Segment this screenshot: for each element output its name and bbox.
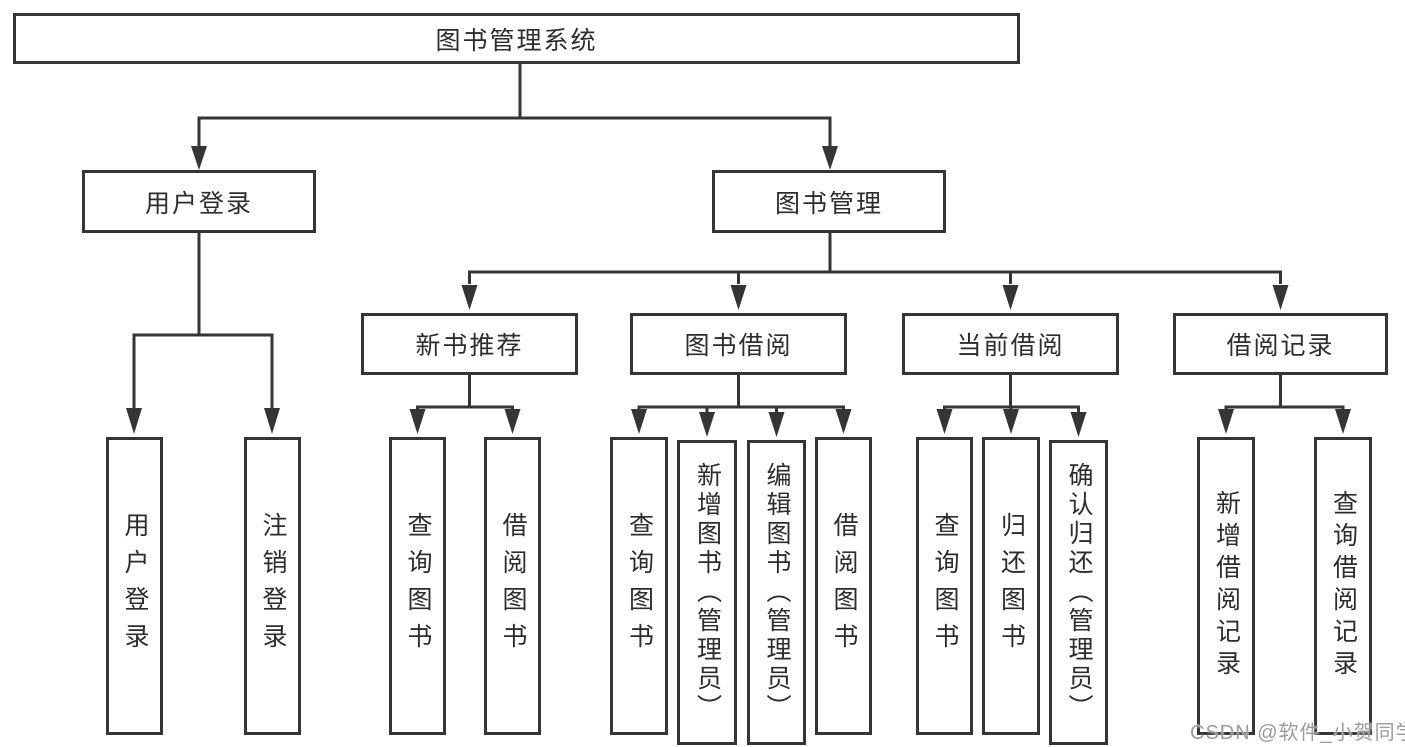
node-book-borrow: 图书借阅 [630,313,847,375]
node-leaf-logout: 注销登录 [244,437,301,735]
node-borrow-records: 借阅记录 [1173,313,1388,375]
leaf-label: 查询图书 [931,512,959,660]
leaf-label: 编辑图书（管理员） [763,462,791,723]
node-leaf-query-books-borrow: 查询图书 [610,437,668,735]
node-leaf-borrow-books: 借阅图书 [815,437,872,735]
connector-stroke-group [132,64,1345,414]
node-leaf-add-borrow-record: 新增借阅记录 [1197,437,1255,735]
leaf-label: 查询图书 [404,512,432,660]
csdn-watermark: CSDN @软件_小贺同学 [1190,722,1405,744]
leaf-label: 注销登录 [259,512,287,660]
leaf-label: 查询图书 [625,512,654,660]
node-leaf-user-login: 用户登录 [106,437,163,735]
leaf-label: 新增图书（管理员） [693,462,722,723]
node-leaf-add-books-admin: 新增图书（管理员） [677,440,737,745]
node-leaf-query-borrow-record: 查询借阅记录 [1314,437,1372,735]
leaf-label: 归还图书 [997,512,1026,660]
node-leaf-edit-books-admin: 编辑图书（管理员） [747,440,806,745]
leaf-label: 确认归还（管理员） [1065,462,1093,723]
node-leaf-borrow-books-recommend: 借阅图书 [484,437,541,735]
node-leaf-confirm-return-admin: 确认归还（管理员） [1049,440,1108,745]
node-root-system: 图书管理系统 [13,13,1020,64]
node-leaf-return-books: 归还图书 [982,437,1040,735]
leaf-label: 借阅图书 [830,512,858,660]
leaf-label: 用户登录 [121,512,149,660]
node-leaf-query-books-current: 查询图书 [916,437,973,735]
node-book-management: 图书管理 [712,170,946,233]
leaf-label: 借阅图书 [499,512,527,660]
arrowhead-group [126,146,1351,437]
node-current-borrow: 当前借阅 [902,313,1119,375]
leaf-label: 查询借阅记录 [1329,490,1358,682]
node-leaf-query-books-recommend: 查询图书 [389,437,446,735]
leaf-label: 新增借阅记录 [1212,490,1241,682]
node-new-book-recommend: 新书推荐 [361,313,578,375]
node-user-login: 用户登录 [82,170,316,233]
